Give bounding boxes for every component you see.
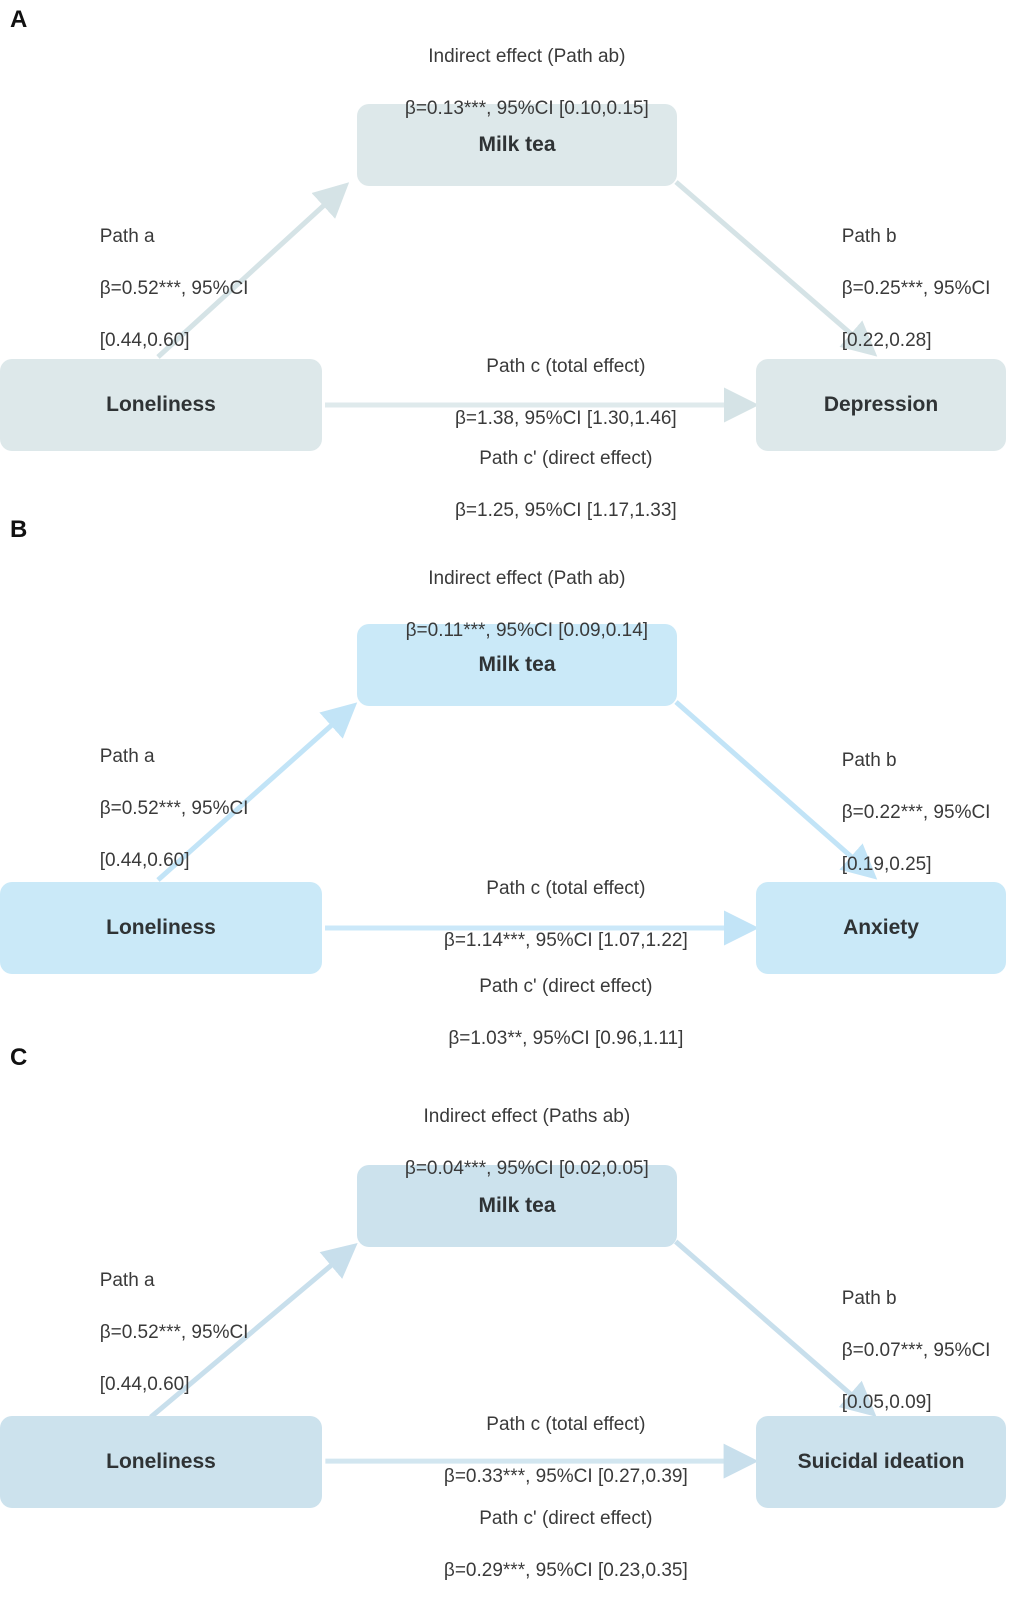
indirect-effect-title-c: Indirect effect (Paths ab): [423, 1106, 631, 1127]
path-b-stats2-a: [0.22,0.28]: [841, 330, 932, 351]
node-mediator-c: Milk tea: [357, 1165, 677, 1247]
indirect-effect-stats-c: β=0.04***, 95%CI [0.02,0.05]: [404, 1158, 649, 1179]
indirect-effect-label-a: Indirect effect (Path ab) β=0.13***, 95%…: [261, 18, 761, 148]
indirect-effect-stats-a: β=0.13***, 95%CI [0.10,0.15]: [404, 98, 649, 119]
panel-letter-c: C: [10, 1044, 28, 1071]
indirect-effect-stats-b: β=0.11***, 95%CI [0.09,0.14]: [405, 620, 649, 641]
path-a-title-b: Path a: [99, 746, 155, 767]
node-outcome-label-a: Depression: [823, 393, 939, 416]
path-a-stats2-c: [0.44,0.60]: [99, 1374, 190, 1395]
path-a-label-c: Path a β=0.52***, 95%CI [0.44,0.60]: [68, 1242, 358, 1424]
node-outcome-c: Suicidal ideation: [756, 1416, 1006, 1508]
node-outcome-label-b: Anxiety: [843, 916, 919, 939]
path-c-label-a: Path c (total effect) β=1.38, 95%CI [1.3…: [330, 328, 770, 458]
indirect-effect-label-c: Indirect effect (Paths ab) β=0.04***, 95…: [261, 1078, 761, 1208]
path-b-stats1-a: β=0.25***, 95%CI: [841, 278, 991, 299]
path-cprime-title-b: Path c' (direct effect): [479, 976, 653, 997]
path-b-stats1-c: β=0.07***, 95%CI: [841, 1340, 991, 1361]
node-outcome-label-c: Suicidal ideation: [797, 1450, 965, 1473]
panel-letter-a: A: [10, 6, 28, 33]
path-b-label-b: Path b β=0.22***, 95%CI [0.19,0.25]: [810, 722, 1022, 904]
node-mediator-label-b: Milk tea: [478, 653, 556, 676]
node-outcome-b: Anxiety: [756, 882, 1006, 974]
path-cprime-label-b: Path c' (direct effect) β=1.03**, 95%CI …: [330, 948, 770, 1078]
node-source-a: Loneliness: [0, 359, 322, 451]
path-c-title-b: Path c (total effect): [486, 878, 646, 899]
path-c-stats-c: β=0.33***, 95%CI [0.27,0.39]: [443, 1466, 688, 1487]
node-mediator-label-a: Milk tea: [478, 133, 556, 156]
path-cprime-label-c: Path c' (direct effect) β=0.29***, 95%CI…: [330, 1480, 770, 1610]
path-cprime-stats-c: β=0.29***, 95%CI [0.23,0.35]: [443, 1560, 688, 1581]
path-a-stats1-a: β=0.52***, 95%CI: [99, 278, 249, 299]
path-a-title-c: Path a: [99, 1270, 155, 1291]
indirect-effect-title-a: Indirect effect (Path ab): [428, 46, 626, 67]
node-source-c: Loneliness: [0, 1416, 322, 1508]
node-source-label-b: Loneliness: [106, 916, 216, 939]
path-c-label-c: Path c (total effect) β=0.33***, 95%CI […: [330, 1386, 770, 1516]
path-cprime-stats-b: β=1.03**, 95%CI [0.96,1.11]: [448, 1028, 684, 1049]
path-a-label-b: Path a β=0.52***, 95%CI [0.44,0.60]: [68, 718, 358, 900]
path-c-label-b: Path c (total effect) β=1.14***, 95%CI […: [330, 850, 770, 980]
path-a-stats1-c: β=0.52***, 95%CI: [99, 1322, 249, 1343]
path-c-title-a: Path c (total effect): [486, 356, 646, 377]
path-b-stats1-b: β=0.22***, 95%CI: [841, 802, 991, 823]
node-mediator-a: Milk tea: [357, 104, 677, 186]
path-c-stats-a: β=1.38, 95%CI [1.30,1.46]: [455, 408, 677, 429]
path-b-title-c: Path b: [841, 1288, 897, 1309]
path-b-stats2-b: [0.19,0.25]: [841, 854, 932, 875]
path-cprime-title-c: Path c' (direct effect): [479, 1508, 653, 1529]
path-b-title-a: Path b: [841, 226, 897, 247]
node-mediator-b: Milk tea: [357, 624, 677, 706]
path-b-title-b: Path b: [841, 750, 897, 771]
path-cprime-label-a: Path c' (direct effect) β=1.25, 95%CI [1…: [330, 420, 770, 550]
path-b-label-a: Path b β=0.25***, 95%CI [0.22,0.28]: [810, 198, 1022, 380]
panel-letter-b: B: [10, 516, 28, 543]
path-a-title-a: Path a: [99, 226, 155, 247]
panel-b: B Milk tea Loneliness Anxiety Indirect e…: [0, 510, 1022, 1049]
node-source-b: Loneliness: [0, 882, 322, 974]
path-a-label-a: Path a β=0.52***, 95%CI [0.44,0.60]: [68, 198, 358, 380]
indirect-effect-title-b: Indirect effect (Path ab): [428, 568, 626, 589]
node-source-label-c: Loneliness: [106, 1450, 216, 1473]
path-a-stats2-b: [0.44,0.60]: [99, 850, 190, 871]
path-cprime-stats-a: β=1.25, 95%CI [1.17,1.33]: [455, 500, 677, 521]
node-outcome-a: Depression: [756, 359, 1006, 451]
indirect-effect-label-b: Indirect effect (Path ab) β=0.11***, 95%…: [261, 540, 761, 670]
path-b-stats2-c: [0.05,0.09]: [841, 1392, 932, 1413]
path-cprime-title-a: Path c' (direct effect): [479, 448, 653, 469]
path-c-stats-b: β=1.14***, 95%CI [1.07,1.22]: [443, 930, 688, 951]
path-c-title-c: Path c (total effect): [486, 1414, 646, 1435]
path-a-stats2-a: [0.44,0.60]: [99, 330, 190, 351]
panel-a: A Milk tea Loneliness Depression Indirec…: [0, 0, 1022, 521]
panel-c: C Milk tea Loneliness Suicidal ideation …: [0, 1020, 1022, 1581]
node-source-label-a: Loneliness: [106, 393, 216, 416]
node-mediator-label-c: Milk tea: [478, 1194, 556, 1217]
path-a-stats1-b: β=0.52***, 95%CI: [99, 798, 249, 819]
path-b-label-c: Path b β=0.07***, 95%CI [0.05,0.09]: [810, 1260, 1022, 1442]
